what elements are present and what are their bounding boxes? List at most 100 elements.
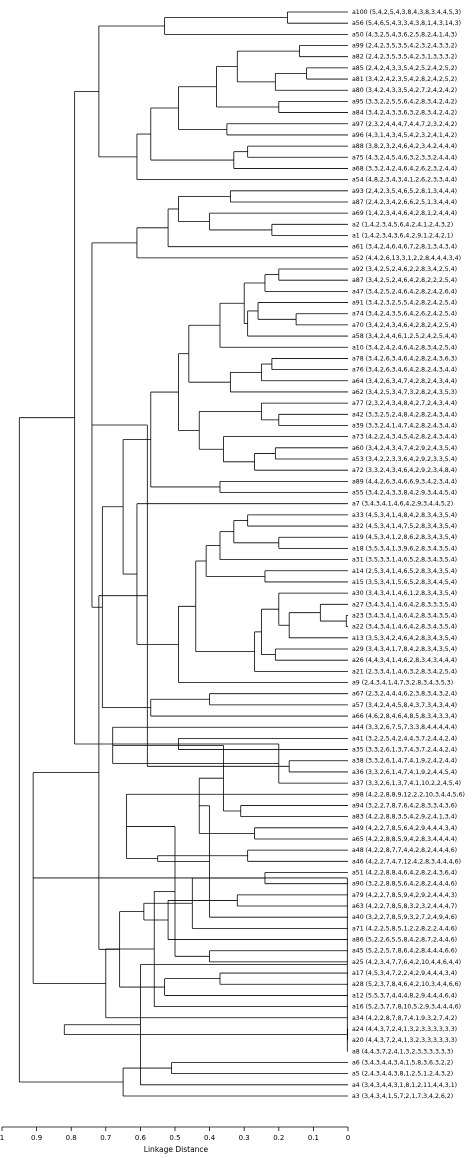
leaf-label-a25: a25 (4,2,3,4,7,7,6,4,2,10,4,4,6,4,4) [352, 959, 461, 966]
leaf-label-a17: a17 (4,5,3,4,7,2,2,4,2,9,4,4,4,3,4) [352, 970, 457, 977]
leaf-label-a29: a29 (3,4,3,4,1,7,8,4,2,8,3,4,3,5,4) [352, 646, 457, 653]
x-tick-label: 0.4 [204, 1134, 216, 1142]
leaf-label-a6: a6 (3,4,3,4,4,3,4,1,5,8,3,6,3,2,2) [352, 1059, 453, 1066]
leaf-label-a13: a13 (3,5,3,4,2,4,6,4,2,8,3,4,3,5,4) [352, 635, 457, 642]
leaf-label-a90: a90 (3,2,2,8,8,5,6,4,2,8,2,4,4,4,6) [352, 881, 457, 888]
leaf-label-a64: a64 (3,4,2,6,3,4,7,4,2,8,2,4,3,4,4) [352, 378, 457, 385]
leaf-label-a49: a49 (4,2,2,7,8,5,6,4,2,9,4,4,4,3,4) [352, 825, 457, 832]
leaf-label-a7: a7 (3,4,3,4,1,4,6,4,2,9,3,4,4,5,2) [352, 501, 453, 508]
leaf-label-a16: a16 (5,2,3,7,7,8,10,5,2,9,3,4,4,4,6) [352, 1004, 461, 1011]
x-tick-label: 0.9 [31, 1134, 42, 1142]
leaf-label-a54: a54 (4,8,2,3,4,3,4,1,2,6,2,3,3,4,4) [352, 177, 457, 184]
leaf-label-a10: a10 (3,4,2,4,2,4,6,4,2,8,3,4,2,5,4) [352, 344, 457, 351]
leaf-label-a22: a22 (3,4,3,4,1,4,6,4,2,8,3,4,3,5,4) [352, 624, 457, 631]
leaf-label-a32: a32 (4,5,3,4,1,4,7,5,2,8,3,4,3,5,4) [352, 523, 457, 530]
leaf-label-a89: a89 (4,4,2,6,3,4,6,6,9,3,4,2,3,4,4) [352, 478, 457, 485]
leaf-label-a23: a23 (3,4,3,4,1,4,6,4,2,8,3,4,3,5,4) [352, 612, 457, 619]
leaf-label-a76: a76 (3,4,2,6,3,4,6,4,2,8,2,4,3,4,4) [352, 367, 457, 374]
leaf-label-a99: a99 (2,4,2,3,5,3,5,4,2,3,2,4,3,3,2) [352, 43, 457, 50]
x-axis-title: Linkage Distance [144, 1145, 209, 1154]
x-tick-label: 0.7 [100, 1134, 111, 1142]
leaf-label-a87: a87 (2,4,2,3,4,2,6,6,2,5,1,3,4,4,4) [352, 199, 457, 206]
leaf-label-a72: a72 (3,3,2,4,3,4,6,4,2,9,2,3,4,8,4) [352, 467, 457, 474]
leaf-label-a50: a50 (4,3,2,5,4,3,6,2,5,8,2,4,1,4,3) [352, 31, 457, 38]
leaf-label-a5: a5 (2,4,3,4,4,3,8,1,2,5,1,2,4,3,2) [352, 1071, 453, 1078]
leaf-label-a45: a45 (5,2,2,5,7,8,6,4,2,8,4,4,4,6,6) [352, 948, 457, 955]
leaf-labels: a100 (5,4,2,5,4,3,8,4,3,8,3,4,4,5,3) a56 … [352, 9, 465, 1100]
leaf-label-a81: a81 (3,4,2,4,2,3,5,4,2,8,2,4,2,5,2) [352, 76, 457, 83]
leaf-label-a20: a20 (4,4,3,7,2,4,1,3,2,3,3,3,3,3,3) [352, 1037, 457, 1044]
leaf-label-a77: a77 (2,3,2,4,3,4,8,4,2,7,2,4,3,4,4) [352, 400, 457, 407]
leaf-label-a63: a63 (4,2,2,7,8,5,8,3,2,3,2,4,4,4,7) [352, 903, 457, 910]
leaf-label-a97: a97 (2,3,2,4,4,4,7,4,4,7,2,3,2,4,2) [352, 121, 457, 128]
leaf-label-a51: a51 (4,2,2,8,8,4,6,4,2,8,2,4,3,6,4) [352, 869, 457, 876]
leaf-label-a34: a34 (4,2,2,8,7,8,7,4,1,9,3,2,7,4,2) [352, 1015, 457, 1022]
leaf-label-a12: a12 (5,5,3,7,4,4,4,8,2,9,4,4,4,6,4) [352, 992, 457, 999]
leaf-label-a56: a56 (5,4,6,5,4,3,3,4,3,8,1,4,3,14,3) [352, 20, 461, 27]
leaf-label-a18: a18 (3,5,3,4,1,3,9,6,2,8,3,4,3,5,4) [352, 545, 457, 552]
leaf-label-a44: a44 (3,3,2,6,7,5,7,3,3,8,4,4,4,4,4) [352, 724, 457, 731]
leaf-label-a73: a73 (4,2,2,4,3,4,5,4,2,8,2,4,3,4,4) [352, 434, 457, 441]
leaf-label-a85: a85 (2,4,2,4,3,3,5,4,2,5,2,4,2,5,2) [352, 65, 457, 72]
leaf-label-a92: a92 (3,4,2,5,2,4,6,2,2,8,3,4,2,5,4) [352, 266, 457, 273]
dendrogram-branches [18, 11, 349, 1097]
leaf-label-a65: a65 (4,2,2,8,8,5,9,4,2,8,3,4,4,4,4) [352, 836, 457, 843]
leaf-label-a100: a100 (5,4,2,5,4,3,8,4,3,8,3,4,4,5,3) [352, 9, 461, 16]
leaf-label-a42: a42 (3,3,2,5,2,4,8,4,2,8,2,4,3,4,4) [352, 411, 457, 418]
leaf-label-a66: a66 (4,6,2,8,4,6,4,8,5,8,3,4,3,3,4) [352, 713, 457, 720]
leaf-label-a48: a48 (4,2,2,8,7,7,4,4,2,8,2,4,4,4,6) [352, 847, 457, 854]
leaf-label-a84: a84 (3,4,2,4,3,3,6,3,2,8,3,4,2,4,2) [352, 110, 457, 117]
leaf-label-a4: a4 (3,4,3,4,4,3,1,8,1,2,11,4,4,3,1) [352, 1082, 457, 1089]
leaf-label-a3: a3 (3,4,3,4,1,5,7,2,1,7,3,4,2,6,2) [352, 1093, 453, 1100]
leaf-label-a31: a31 (3,5,3,3,1,4,6,5,2,8,3,4,3,5,4) [352, 557, 457, 564]
leaf-label-a19: a19 (4,5,3,4,1,2,8,6,2,8,3,4,3,5,4) [352, 534, 457, 541]
leaf-label-a78: a78 (3,4,2,6,3,4,6,4,2,8,2,4,3,6,3) [352, 355, 457, 362]
leaf-label-a96: a96 (4,3,1,4,3,4,5,4,2,3,2,4,1,4,2) [352, 132, 457, 139]
leaf-label-a68: a68 (3,3,2,4,2,4,6,4,2,6,2,3,2,4,4) [352, 165, 457, 172]
leaf-label-a70: a70 (3,4,2,4,3,4,6,4,2,8,2,4,2,5,4) [352, 322, 457, 329]
leaf-label-a98: a98 (4,2,2,8,8,9,12,2,2,10,3,4,4,5,6) [352, 791, 465, 798]
leaf-label-a2: a2 (1,4,2,3,4,5,6,4,2,4,1,2,4,3,2) [352, 221, 453, 228]
leaf-label-a21: a21 (2,3,3,4,1,4,6,3,2,8,3,4,2,5,4) [352, 668, 457, 675]
leaf-label-a39: a39 (3,3,2,4,1,4,7,4,2,8,2,4,3,4,4) [352, 422, 457, 429]
leaf-label-a33: a33 (4,5,3,4,1,4,8,4,2,8,3,4,3,5,4) [352, 512, 457, 519]
leaf-label-a15: a15 (3,5,3,4,1,5,6,5,2,8,3,4,4,5,4) [352, 579, 457, 586]
leaf-label-a86: a86 (5,2,2,6,5,5,8,4,2,8,7,2,4,4,6) [352, 937, 457, 944]
leaf-label-a28: a28 (5,2,3,7,8,4,6,4,2,10,3,4,4,6,6) [352, 981, 461, 988]
leaf-label-a71: a71 (4,2,2,5,8,5,1,2,2,8,2,2,4,4,6) [352, 925, 457, 932]
leaf-label-a88: a88 (3,8,2,3,2,4,6,4,2,3,4,2,4,4,4) [352, 143, 457, 150]
leaf-label-a55: a55 (3,4,2,4,3,3,8,4,2,9,3,4,4,5,4) [352, 490, 457, 497]
leaf-label-a9: a9 (2,4,3,4,1,4,7,3,2,8,3,4,3,5,3) [352, 680, 453, 687]
x-tick-label: 0.5 [169, 1134, 180, 1142]
leaf-label-a27: a27 (3,4,3,4,1,4,6,4,2,8,3,3,3,5,4) [352, 601, 457, 608]
leaf-label-a35: a35 (3,3,2,6,1,3,7,4,3,7,2,4,4,2,4) [352, 747, 457, 754]
leaf-label-a37: a37 (3,3,2,6,1,3,7,4,1,10,2,2,4,5,4) [352, 780, 461, 787]
leaf-label-a8: a8 (4,4,3,7,2,4,1,3,2,3,3,3,3,3,3) [352, 1048, 453, 1055]
leaf-label-a46: a46 (4,2,2,7,4,7,12,4,2,8,3,4,4,4,6) [352, 858, 461, 865]
leaf-label-a62: a62 (3,4,2,5,3,4,7,3,2,8,2,4,3,5,3) [352, 389, 457, 396]
leaf-label-a14: a14 (2,5,3,4,1,4,6,5,2,8,3,4,3,5,4) [352, 568, 457, 575]
leaf-label-a47: a47 (3,4,2,5,2,4,6,4,2,8,2,4,2,6,4) [352, 288, 457, 295]
x-tick-label: 0 [346, 1134, 350, 1142]
leaf-label-a52: a52 (4,4,2,6,13,3,1,2,2,8,4,4,4,3,4) [352, 255, 461, 262]
leaf-label-a82: a82 (2,4,2,3,5,3,5,4,2,3,1,3,3,3,2) [352, 54, 457, 61]
leaf-label-a30: a30 (3,4,3,4,1,4,6,1,2,8,3,4,3,5,4) [352, 590, 457, 597]
leaf-label-a93: a93 (2,4,2,3,5,4,6,5,2,8,1,3,4,4,4) [352, 188, 457, 195]
leaf-label-a83: a83 (4,2,2,8,8,3,5,4,2,9,2,4,1,3,4) [352, 814, 457, 821]
leaf-label-a95: a95 (3,3,2,2,5,5,6,4,2,8,3,4,2,4,2) [352, 98, 457, 105]
x-tick-label: 0.1 [308, 1134, 319, 1142]
leaf-label-a74: a74 (3,4,2,4,3,5,6,4,2,6,2,4,2,5,4) [352, 311, 457, 318]
x-tick-label: 0.3 [239, 1134, 250, 1142]
leaf-label-a57: a57 (3,4,2,4,4,5,8,4,3,7,3,4,3,4,4) [352, 702, 457, 709]
x-tick-label: 0.2 [273, 1134, 284, 1142]
leaf-label-a36: a36 (3,3,2,6,1,4,7,4,1,9,2,4,4,5,4) [352, 769, 457, 776]
leaf-label-a75: a75 (4,3,2,4,5,4,6,3,2,3,3,2,4,4,4) [352, 154, 457, 161]
leaf-label-a91: a91 (3,4,2,3,2,5,5,4,2,8,2,4,2,5,4) [352, 300, 457, 307]
leaf-label-a69: a69 (1,4,2,3,4,4,6,4,2,8,1,2,4,4,4) [352, 210, 457, 217]
leaf-label-a24: a24 (4,4,3,7,2,4,1,3,2,3,3,3,3,3,3) [352, 1026, 457, 1033]
x-tick-label: 1 [0, 1134, 4, 1142]
leaf-label-a40: a40 (3,2,2,7,8,5,9,3,2,7,2,4,9,4,6) [352, 914, 457, 921]
leaf-label-a41: a41 (3,2,2,5,4,2,4,4,3,7,2,4,4,2,4) [352, 735, 457, 742]
leaf-label-a61: a61 (3,4,2,4,6,4,6,7,2,8,1,3,4,3,4) [352, 244, 457, 251]
